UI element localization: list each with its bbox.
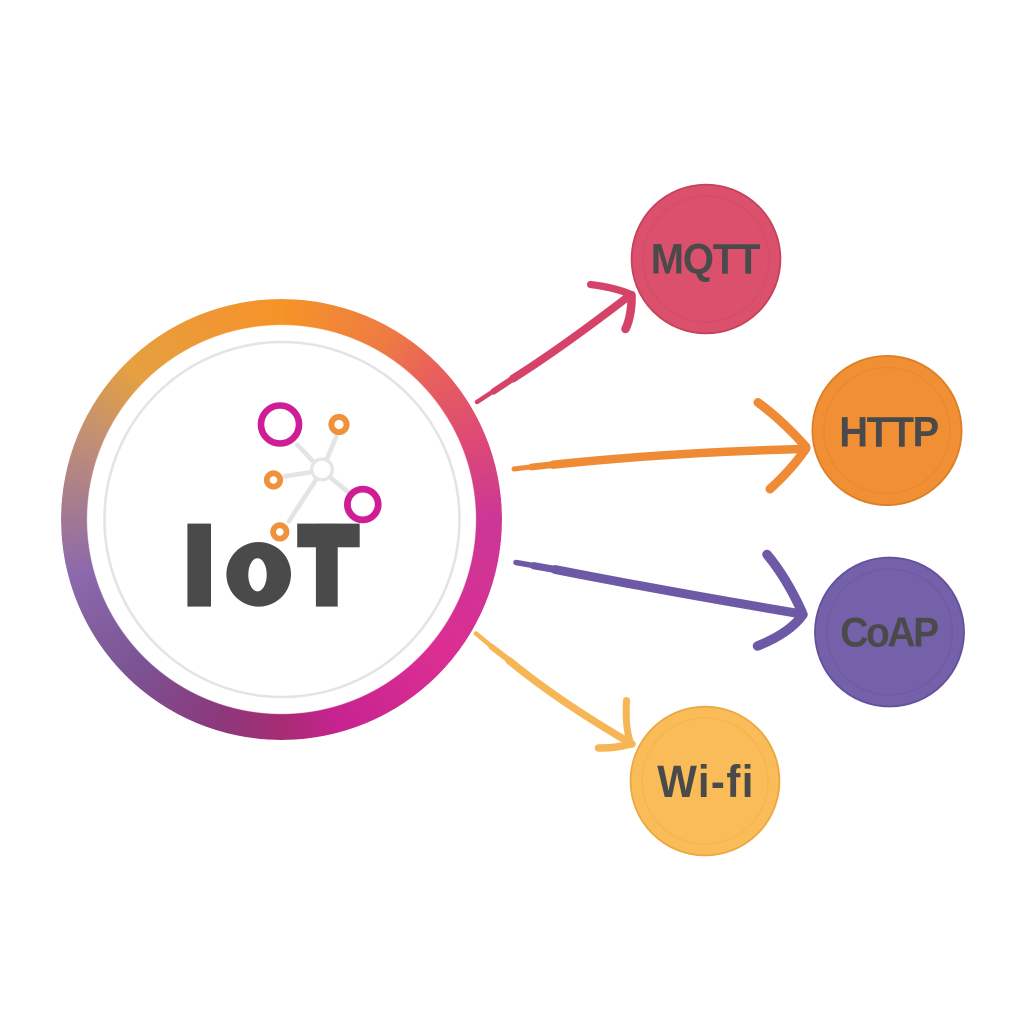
svg-text:MQTT: MQTT: [651, 234, 760, 283]
svg-text:Wi-fi: Wi-fi: [657, 757, 755, 807]
svg-text:HTTP: HTTP: [839, 407, 938, 456]
svg-text:CoAP: CoAP: [840, 608, 938, 656]
